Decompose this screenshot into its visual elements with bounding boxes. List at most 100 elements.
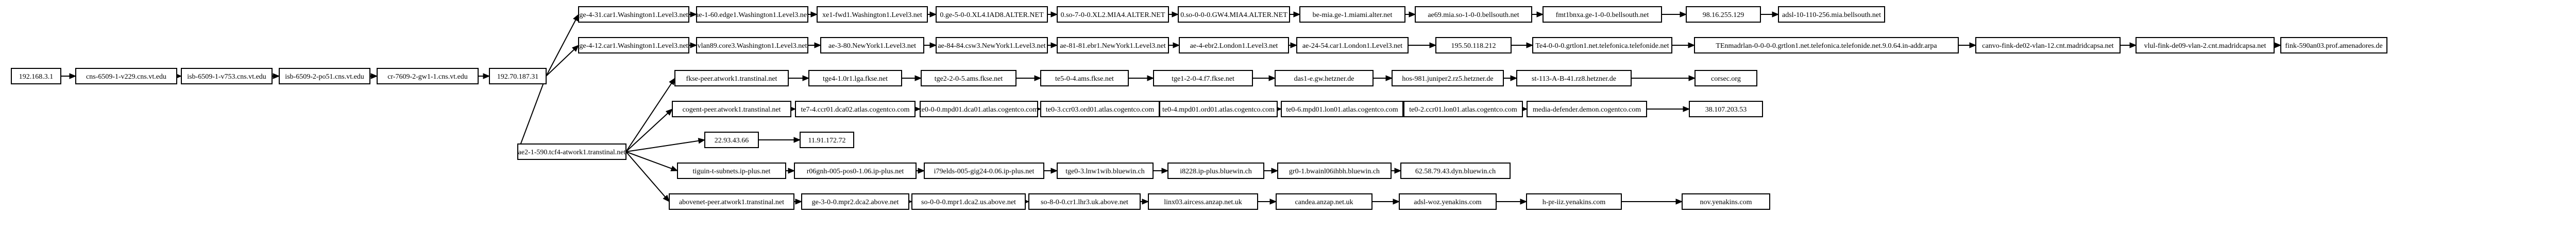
edge-b4-b5: [1047, 42, 1058, 48]
node-label: r06gnh-005-pos0-1.06.ip-plus.net: [807, 168, 904, 175]
edge-g4-g5: [1153, 168, 1169, 174]
edge-c0-g1: [625, 151, 679, 172]
node-label: te0-6.mpd01.lon01.atlas.cogentco.com: [1286, 106, 1398, 114]
edge-arrowhead: [1268, 75, 1276, 81]
node-box: [1275, 70, 1374, 86]
graph-node-h7: adsl-woz.yenakins.com: [1399, 193, 1497, 210]
node-box: [1778, 6, 1885, 23]
node-label: tge1-2-0-4.f7.fkse.net: [1172, 75, 1234, 83]
edge-h8-h9: [1621, 199, 1683, 205]
node-box: [2136, 37, 2275, 53]
edge-arrowhead: [1409, 11, 1416, 17]
graph-node-h6: candea.anzap.net.uk: [1276, 193, 1372, 210]
node-box: [911, 193, 1026, 210]
graph-node-g7: 62.58.79.43.dyn.bluewin.ch: [1400, 163, 1511, 179]
edge-arrowhead: [918, 168, 925, 174]
node-label: te0-4.mpd01.ord01.atlas.cogentco.com: [1162, 106, 1275, 114]
graph-node-f1: 22.93.43.66: [704, 132, 759, 148]
node-label: te0-3.ccr03.ord01.atlas.cogentco.com: [1046, 106, 1154, 114]
node-label: 0.ge-5-0-0.XL4.IAD8.ALTER.NET: [940, 11, 1044, 19]
graph-node-b13: fink-590an03.prof.amenadores.de: [2280, 37, 2387, 53]
edge-b6-b7: [1289, 42, 1298, 48]
edge-arrowhead: [795, 199, 803, 205]
edge-f1-f2: [758, 137, 801, 143]
edge-arrowhead: [690, 11, 698, 17]
edge-arrowhead: [1526, 42, 1534, 48]
node-box: [11, 68, 61, 84]
node-label: nov.yenakins.com: [1700, 199, 1752, 206]
graph-node-a8: ae69.mia.so-1-0-0.bellsouth.net: [1415, 6, 1532, 23]
edge-d4-d5: [1128, 75, 1155, 81]
node-box: [696, 6, 808, 23]
graph-node-n3: isb-6509-2-po51.cns.vt.edu: [279, 68, 370, 84]
edge-arrowhead: [1050, 42, 1058, 48]
edge-line: [625, 151, 666, 197]
edge-a5-a6: [1168, 11, 1179, 17]
node-box: [279, 68, 370, 84]
edge-arrowhead: [810, 11, 818, 17]
edge-line: [625, 151, 672, 169]
edge-b1-b2: [689, 42, 698, 48]
graph-node-a7: be-mia.ge-1.miami.alter.net: [1299, 6, 1405, 23]
edge-b2-b3: [808, 42, 822, 48]
edge-arrowhead: [1172, 11, 1179, 17]
edge-b7-b8: [1408, 42, 1437, 48]
node-label: ge-4-12.car1.Washington1.Level3.net: [579, 42, 688, 50]
edge-a7-a8: [1405, 11, 1416, 17]
graph-node-n5: 192.70.187.31: [489, 68, 547, 84]
edge-n5-c0: [517, 76, 547, 153]
graph-node-b10: TEnmadrlan-0-0-0-0.grtlon1.net.telefonic…: [1694, 37, 1959, 53]
edge-arrowhead: [698, 138, 706, 144]
edge-arrowhead: [1142, 199, 1149, 205]
edge-b3-b4: [924, 42, 937, 48]
node-label: ae-81-81.ebr1.NewYork1.Level3.net: [1060, 42, 1166, 50]
node-label: 0.so-7-0-0.XL2.MIA4.ALTER.NET: [1061, 11, 1165, 19]
graph-node-e3: te0-0-0.mpd01.dca01.atlas.cogentco.com: [920, 101, 1038, 117]
node-box: [181, 68, 273, 84]
edge-line: [546, 20, 577, 77]
node-label: 195.50.118.212: [1451, 42, 1496, 50]
edge-arrowhead: [1772, 11, 1780, 17]
graph-node-e9: 38.107.203.53: [1689, 101, 1763, 117]
node-box: [795, 101, 916, 117]
node-label: linx03.aircess.anzap.net.uk: [1164, 199, 1242, 206]
node-label: canvo-fink-de02-vlan-12.cnt.madridcapsa.…: [1982, 42, 2114, 50]
node-label: cns-6509-1-v229.cns.vt.edu: [86, 73, 166, 81]
edge-n4-n5: [478, 73, 490, 79]
graph-node-d4: te5-0-4.ams.fkse.net: [1040, 70, 1129, 86]
node-box: [1403, 101, 1523, 117]
node-box: [489, 68, 547, 84]
node-box: [1694, 37, 1959, 53]
edge-arrowhead: [1034, 75, 1042, 81]
edge-g2-g3: [916, 168, 925, 174]
edge-arrowhead: [669, 77, 675, 85]
graph-node-b12: vlul-fink-de09-vlan-2.cnt.madridcapsa.ne…: [2136, 37, 2275, 53]
node-box: [817, 6, 928, 23]
node-label: TEnmadrlan-0-0-0-0.grtlon1.net.telefonic…: [1716, 42, 1937, 50]
edge-a9-a10: [1662, 11, 1687, 17]
edge-g6-g7: [1391, 168, 1402, 174]
node-box: [801, 193, 909, 210]
node-label: isb-6509-2-po51.cns.vt.edu: [285, 73, 364, 81]
node-label: gr0-1.bwainl06ihbh.bluewin.ch: [1289, 168, 1380, 175]
edge-arrowhead: [1510, 75, 1518, 81]
edge-line: [519, 76, 547, 147]
graph-node-d2: tge4-1.0r1.lga.fkse.net: [808, 70, 902, 86]
edge-d8-d9: [1631, 75, 1696, 81]
edge-h5-h6: [1258, 199, 1277, 205]
graph-node-a3: xe1-fwd1.Washington1.Level3.net: [817, 6, 928, 23]
node-box: [1179, 37, 1289, 53]
graph-node-c0: ae2-1-590.tcf4-atwork1.transtinal.net: [517, 143, 626, 160]
node-label: adsl-woz.yenakins.com: [1414, 199, 1482, 206]
node-box: [1543, 6, 1662, 23]
node-label: isb-6509-1-v753.cns.vt.edu: [187, 73, 266, 81]
edge-arrowhead: [1429, 42, 1437, 48]
node-label: candea.anzap.net.uk: [1295, 199, 1353, 206]
node-label: tge0-3.lnw1wib.bluewin.ch: [1065, 168, 1145, 175]
node-label: vlul-fink-de09-vlan-2.cnt.madridcapsa.ne…: [2144, 42, 2266, 50]
graph-node-e7: te0-2.ccr01.lon01.atlas.cogentco.com: [1403, 101, 1523, 117]
node-box: [1399, 193, 1497, 210]
graph-node-h4: so-8-0-0.cr1.lhr3.uk.above.net: [1028, 193, 1141, 210]
node-box: [808, 70, 902, 86]
graph-node-h9: nov.yenakins.com: [1682, 193, 1770, 210]
